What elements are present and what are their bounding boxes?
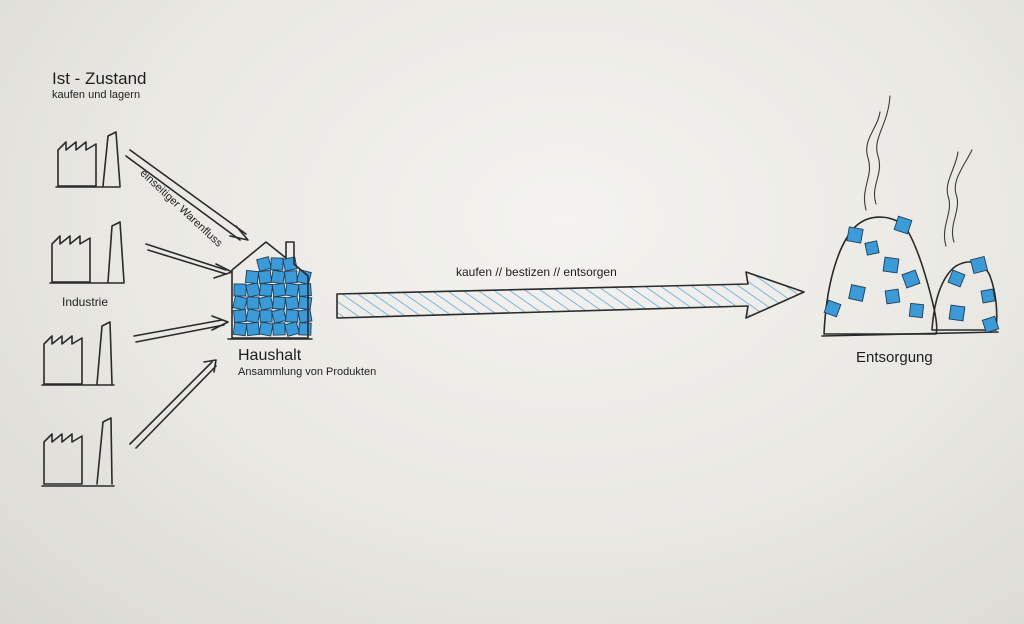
product-box bbox=[233, 283, 247, 297]
product-box bbox=[981, 315, 1000, 334]
product-box bbox=[258, 321, 274, 337]
product-box bbox=[245, 321, 261, 337]
factory-icon bbox=[41, 417, 115, 487]
product-box bbox=[908, 302, 925, 319]
arrow-factory-3 bbox=[133, 315, 229, 343]
product-box bbox=[271, 282, 287, 298]
household-sublabel: Ansammlung von Produkten bbox=[238, 366, 377, 378]
house-icon bbox=[227, 241, 313, 340]
factory-icon bbox=[41, 321, 115, 386]
product-box bbox=[256, 256, 272, 272]
product-box bbox=[893, 215, 913, 235]
arrow-label: kaufen // bestizen // entsorgen bbox=[456, 265, 617, 279]
product-box bbox=[245, 308, 261, 324]
product-box bbox=[901, 269, 921, 289]
product-box bbox=[270, 257, 284, 271]
factory-icon bbox=[49, 221, 125, 284]
product-box bbox=[271, 308, 287, 324]
waste-pile-icon bbox=[821, 215, 1000, 337]
product-box bbox=[285, 309, 299, 323]
product-box bbox=[884, 288, 901, 305]
product-box bbox=[232, 295, 248, 311]
product-box bbox=[823, 299, 842, 318]
product-box bbox=[244, 269, 260, 285]
product-box bbox=[272, 322, 286, 336]
house-products bbox=[232, 256, 313, 337]
disposal-label: Entsorgung bbox=[856, 349, 933, 366]
product-box bbox=[246, 296, 260, 310]
product-box bbox=[259, 283, 273, 297]
product-box bbox=[948, 304, 966, 322]
product-box bbox=[298, 322, 312, 336]
arrow-factory-4 bbox=[129, 359, 217, 449]
page-title: Ist - Zustand bbox=[52, 69, 147, 88]
factory-icon bbox=[55, 131, 121, 188]
product-box bbox=[846, 226, 864, 244]
product-box bbox=[882, 256, 900, 274]
product-box bbox=[284, 321, 300, 337]
industry-label: Industrie bbox=[62, 295, 109, 309]
product-box bbox=[864, 240, 880, 256]
product-box bbox=[258, 295, 274, 311]
product-box bbox=[284, 282, 300, 298]
product-box bbox=[257, 269, 273, 285]
product-box bbox=[232, 321, 248, 337]
product-box bbox=[245, 282, 261, 298]
product-box bbox=[969, 255, 989, 275]
pile-products bbox=[823, 215, 1000, 334]
product-box bbox=[297, 308, 313, 324]
product-box bbox=[848, 284, 866, 302]
arrow-factory-1 bbox=[125, 149, 249, 241]
big-arrow bbox=[336, 271, 805, 319]
product-box bbox=[284, 295, 300, 311]
product-box bbox=[980, 288, 996, 304]
product-box bbox=[298, 283, 312, 297]
product-box bbox=[947, 269, 966, 288]
product-box bbox=[297, 295, 313, 311]
product-box bbox=[233, 309, 247, 323]
product-box bbox=[270, 269, 286, 285]
product-box bbox=[259, 309, 273, 323]
household-label: Haushalt bbox=[238, 347, 302, 364]
page-subtitle: kaufen und lagern bbox=[52, 89, 141, 101]
smoke-icon bbox=[864, 95, 973, 247]
product-box bbox=[272, 296, 286, 310]
arrow-factory-2 bbox=[145, 243, 233, 279]
product-box bbox=[284, 270, 298, 284]
